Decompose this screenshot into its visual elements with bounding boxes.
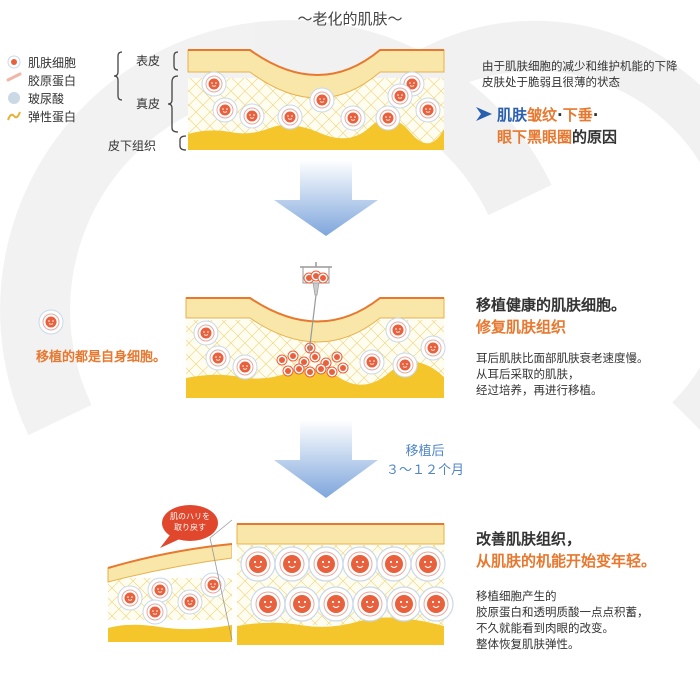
desc-line: 移植细胞产生的 xyxy=(476,589,557,603)
desc-line: 不久就能看到肉眼的改变。 xyxy=(476,621,614,635)
section3-description: 移植细胞产生的 胶原蛋白和透明质酸一点点积蓄， 不久就能看到肉眼的改变。 整体恢… xyxy=(476,588,649,652)
desc-line: 由于肌肤细胞的减少和维护机能的下降 xyxy=(482,59,678,73)
syringe-icon xyxy=(300,262,332,354)
desc-line: 胶原蛋白和透明质酸一点点积蓄， xyxy=(476,605,649,619)
label-dermis: 真皮 xyxy=(136,97,161,111)
autologous-note: 移植的都是自身细胞。 xyxy=(36,350,167,365)
legend-item-skin-cell: 肌肤细胞 xyxy=(28,54,76,70)
desc-line: 皮肤处于脆弱且很薄的状态 xyxy=(482,75,620,89)
layer-braces xyxy=(113,51,187,151)
skin-diagram-improved xyxy=(107,505,454,645)
speech-bubble-text: 肌のハリを 取り戻す xyxy=(166,511,214,533)
section2-heading: 移植健康的肌肤细胞。 xyxy=(476,296,627,314)
down-arrow-2 xyxy=(274,420,378,498)
bubble-line: 取り戻す xyxy=(174,523,206,532)
desc-line: 从耳后采取的肌肤， xyxy=(476,367,580,381)
section3-heading: 改善肌肤组织， xyxy=(476,530,582,548)
legend-label: 弹性蛋白 xyxy=(28,109,77,124)
legend-label: 胶原蛋白 xyxy=(28,73,77,88)
pointer-arrow-icon xyxy=(476,107,492,121)
legend-icons xyxy=(6,55,22,121)
label-subcutaneous: 皮下组织 xyxy=(108,139,157,153)
legend-item-hyaluronic: 玻尿酸 xyxy=(28,90,64,106)
after-transplant-line1: 移植后 xyxy=(405,444,445,459)
headline-word: 肌肤 xyxy=(497,106,528,124)
section3-subheading: 从肌肤的机能开始变年轻。 xyxy=(476,552,657,570)
label-epidermis: 表皮 xyxy=(136,54,161,68)
elastin-icon xyxy=(7,111,21,121)
skin-diagram-aging xyxy=(187,49,445,150)
section1-description: 由于肌肤细胞的减少和维护机能的下降 皮肤处于脆弱且很薄的状态 xyxy=(482,58,678,90)
skin-diagram-transplant xyxy=(185,262,446,398)
section2-description: 耳后肌肤比面部肌肤衰老速度慢。 从耳后采取的肌肤， 经过培养，再进行移植。 xyxy=(476,350,649,398)
legend-item-elastin: 弹性蛋白 xyxy=(28,108,76,124)
down-arrow-1 xyxy=(274,160,378,236)
headline-word: 的原因 xyxy=(572,128,618,146)
headline-dot: · xyxy=(592,106,599,124)
section1-headline: 肌肤皱纹·下垂· 眼下黑眼圈的原因 xyxy=(497,104,617,148)
headline-word: 眼下黑眼圈 xyxy=(497,128,573,146)
desc-line: 耳后肌肤比面部肌肤衰老速度慢。 xyxy=(476,351,649,365)
headline-word: 皱纹 xyxy=(527,106,558,124)
after-transplant-line2: ３～１２个月 xyxy=(385,463,464,478)
headline-word: 下垂 xyxy=(562,106,593,124)
desc-line: 经过培养，再进行移植。 xyxy=(476,383,603,397)
collagen-icon xyxy=(6,72,22,82)
after-transplant-label: 移植后 ３～１２个月 xyxy=(380,440,470,478)
section2-subheading: 修复肌肤组织 xyxy=(476,318,567,336)
legend-label: 玻尿酸 xyxy=(28,91,65,106)
legend-item-collagen: 胶原蛋白 xyxy=(28,72,76,88)
speech-bubble xyxy=(160,505,218,548)
bubble-line: 肌のハリを xyxy=(170,512,210,521)
headline-dot: · xyxy=(557,106,563,124)
skin-cell-icon xyxy=(7,55,21,69)
desc-line: 整体恢复肌肤弹性。 xyxy=(476,637,580,651)
legend-label: 肌肤细胞 xyxy=(28,55,77,70)
hyaluronic-acid-icon xyxy=(8,92,20,104)
autologous-cell-icon xyxy=(38,309,64,335)
page-title: ～老化的肌肤～ xyxy=(297,10,403,28)
